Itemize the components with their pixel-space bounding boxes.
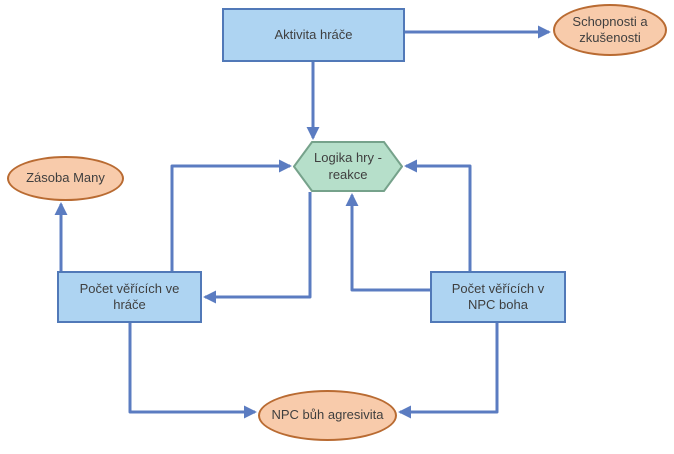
edge-pocet-hrace-npc-agresivita — [128, 323, 257, 419]
node-pocet-vericich-v-npc-boha-label: Počet věřících v NPC boha — [451, 280, 545, 312]
node-pocet-vericich-ve-hrace-label: Počet věřících ve hráče — [79, 280, 180, 312]
node-npc-buh-agresivita: NPC bůh agresivita — [258, 390, 397, 441]
node-pocet-vericich-v-npc-boha: Počet věřících v NPC boha — [430, 271, 566, 323]
edge-pocet-npc-logika-right — [404, 159, 472, 271]
node-logika-hry-reakce: Logika hry - reakce — [293, 141, 403, 192]
edge-pocet-hrace-logika — [170, 159, 292, 271]
edge-pocet-npc-logika-bottom — [345, 193, 430, 292]
node-npc-buh-agresivita-label: NPC bůh agresivita — [271, 407, 384, 423]
node-schopnosti-zkusenosti: Schopnosti a zkušenosti — [553, 4, 667, 56]
node-zasoba-many: Zásoba Many — [7, 156, 124, 201]
node-aktivita-hrace-label: Aktivita hráče — [274, 26, 353, 42]
edge-logika-pocet-hrace — [203, 192, 312, 304]
node-logika-hry-reakce-label: Logika hry - reakce — [314, 150, 382, 182]
node-aktivita-hrace: Aktivita hráče — [222, 8, 405, 62]
node-zasoba-many-label: Zásoba Many — [26, 170, 105, 186]
hexagon-shape — [293, 141, 403, 192]
edge-pocet-npc-npc-agresivita — [398, 323, 499, 419]
node-schopnosti-zkusenosti-label: Schopnosti a zkušenosti — [572, 13, 648, 45]
node-pocet-vericich-ve-hrace: Počet věřících ve hráče — [57, 271, 202, 323]
